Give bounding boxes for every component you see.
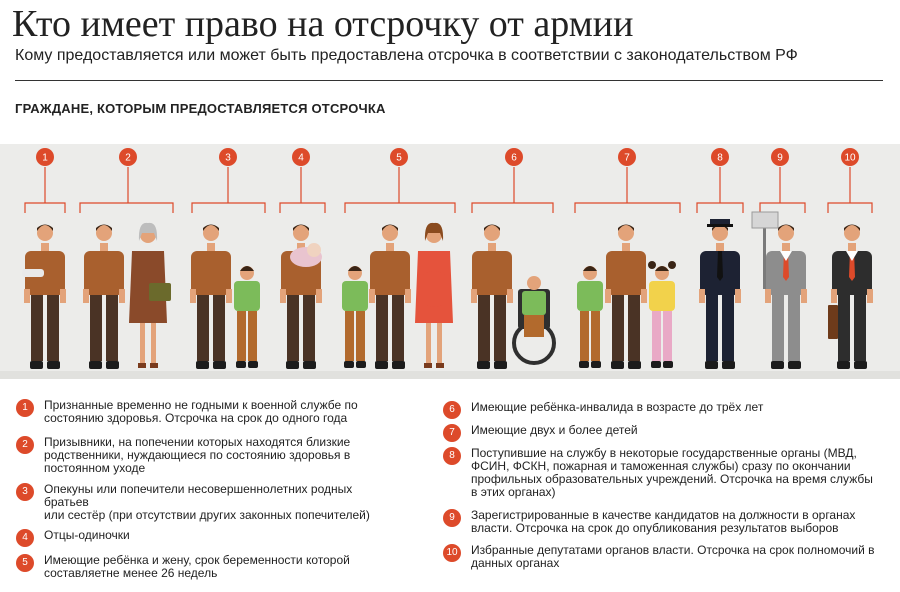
svg-text:4: 4 [298,153,304,164]
legend-line: Призывники, на попечении которых находят… [44,435,351,449]
legend-line: Имеющие ребёнка-инвалида в возрасте до т… [471,400,764,414]
group-number-10: 10 [841,148,859,166]
legend-number-badge: 2 [16,436,34,454]
svg-text:8: 8 [717,153,723,164]
figure-2-elderly-woman [129,222,171,368]
figure-4-father-with-baby [280,224,322,369]
people-figures [22,211,873,369]
floor-shadow [0,371,900,379]
svg-text:1: 1 [42,153,48,164]
figure-8-officer [699,219,741,369]
bracket-2 [79,167,174,213]
legend-line: данных органах [471,556,560,570]
bracket-7 [574,167,681,213]
legend-number-badge: 8 [443,447,461,465]
legend-number-badge: 7 [443,424,461,442]
illustration: 1 2 3 4 5 6 7 8 9 10 [0,144,900,379]
legend-text: Имеющие ребёнка и жену, срок беременност… [44,554,350,580]
figure-5-child [342,266,368,368]
legend-line: Зарегистрированные в качестве кандидатов… [471,508,856,522]
group-number-1: 1 [36,148,54,166]
group-number-4: 4 [292,148,310,166]
legend-line: Признанные временно не годными к военной… [44,398,358,412]
page-title: Кто имеет право на отсрочку от армии [12,3,634,45]
figure-7-child-boy [577,266,603,368]
figure-5-pregnant-woman [415,222,453,368]
bracket-9 [759,167,806,213]
svg-text:6: 6 [511,153,517,164]
bracket-6 [471,167,554,213]
group-number-8: 8 [711,148,729,166]
legend-text: Поступившие на службу в некоторые госуда… [471,447,873,499]
group-number-7: 7 [618,148,636,166]
legend-text: Признанные временно не годными к военной… [44,399,358,425]
figure-6-man [471,224,513,369]
svg-text:5: 5 [396,153,402,164]
legend-line: составляетне менее 26 недель [44,566,218,580]
legend-number-badge: 1 [16,399,34,417]
legend-number-badge: 4 [16,529,34,547]
legend-number-badge: 6 [443,401,461,419]
figure-5-man [369,224,411,369]
legend-number-badge: 5 [16,554,34,572]
figure-10-deputy [828,224,873,369]
legend-number-badge: 3 [16,483,34,501]
group-number-2: 2 [119,148,137,166]
legend-text: Отцы-одиночки [44,529,130,542]
group-brackets [24,167,873,213]
bracket-3 [191,167,266,213]
svg-text:3: 3 [225,153,231,164]
legend-line: состоянию здоровья. Отсрочка на срок до … [44,411,348,425]
bracket-8 [696,167,744,213]
figure-2-man [83,224,125,369]
legend-line: профильных образовательных учреждений. О… [471,472,873,486]
svg-text:9: 9 [777,153,783,164]
bracket-1 [24,167,66,213]
legend-line: Избранные депутатами органов власти. Отс… [471,543,875,557]
header-divider [15,80,883,81]
legend-line: постоянном уходе [44,461,146,475]
legend-line: Опекуны или попечители несовершеннолетни… [44,482,353,496]
legend-line: родственники, нуждающиеся по состоянию з… [44,448,351,462]
legend-line: ФСИН, ФСКН, пожарная и таможенная службы… [471,459,851,473]
svg-text:2: 2 [125,153,131,164]
legend-text: Опекуны или попечители несовершеннолетни… [44,483,370,522]
figure-1-man-bandaged [22,224,66,369]
legend-number-badge: 10 [443,544,461,562]
legend-text: Призывники, на попечении которых находят… [44,436,350,475]
bracket-4 [279,167,326,213]
legend-line: Имеющие двух и более детей [471,423,638,437]
bracket-5 [344,167,456,213]
legend-line: Имеющие ребёнка и жену, срок беременност… [44,553,350,567]
group-number-badges: 1 2 3 4 5 6 7 8 9 10 [36,148,859,166]
figure-9-candidate [751,211,807,369]
svg-text:10: 10 [844,153,856,164]
figure-6-child-wheelchair [512,276,556,365]
legend-text: Избранные депутатами органов власти. Отс… [471,544,875,570]
legend-text: Зарегистрированные в качестве кандидатов… [471,509,855,535]
legend-line: власти. Отсрочка на срок до опубликовани… [471,521,839,535]
legend-number-badge: 9 [443,509,461,527]
legend-text: Имеющие ребёнка-инвалида в возрасте до т… [471,401,763,414]
legend-line: Поступившие на службу в некоторые госуда… [471,446,857,460]
section-heading: ГРАЖДАНЕ, КОТОРЫМ ПРЕДОСТАВЛЯЕТСЯ ОТСРОЧ… [15,101,386,116]
figure-3-man [190,224,232,369]
legend-line: братьев [44,495,89,509]
figure-7-man [605,224,647,369]
page-subtitle: Кому предоставляется или может быть пред… [15,47,798,64]
figure-3-child [234,266,260,368]
group-number-3: 3 [219,148,237,166]
group-number-9: 9 [771,148,789,166]
group-number-5: 5 [390,148,408,166]
legend-line: в этих органах) [471,485,556,499]
legend-line: или сестёр (при отсутствии других законн… [44,508,370,522]
legend-text: Имеющие двух и более детей [471,424,638,437]
bracket-10 [827,167,873,213]
group-number-6: 6 [505,148,523,166]
svg-text:7: 7 [624,153,630,164]
figure-7-child-girl [648,261,676,368]
legend-line: Отцы-одиночки [44,528,130,542]
